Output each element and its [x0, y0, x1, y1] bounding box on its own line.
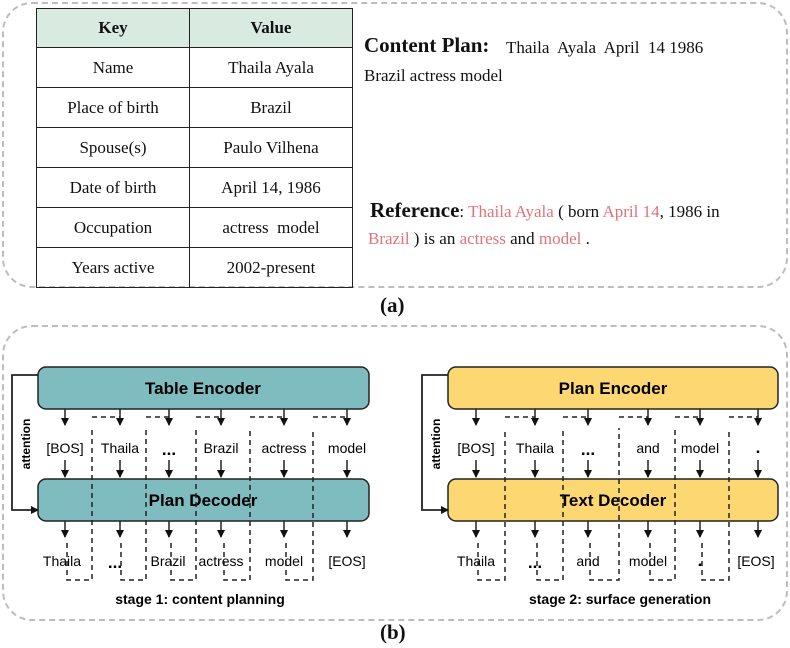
attention-label: attention: [19, 419, 33, 470]
content-plan-line2: Brazil actress model: [364, 66, 503, 85]
token: Thaila: [101, 440, 139, 456]
left-decoder-input-arrows: [61, 460, 351, 478]
right-feedback-lines: [477, 428, 730, 581]
token: Thaila: [43, 553, 81, 569]
token: [EOS]: [328, 553, 365, 569]
caption-b: (b): [380, 620, 406, 644]
token: [BOS]: [46, 440, 83, 456]
plan-decoder-label: Plan Decoder: [149, 491, 258, 510]
stage2-label: stage 2: surface generation: [529, 591, 711, 607]
reference-text: .: [581, 229, 590, 248]
token: actress: [261, 440, 306, 456]
cell-value: actress model: [189, 207, 353, 248]
cell-value: Brazil: [189, 87, 353, 128]
reference-text: ( born: [553, 202, 603, 221]
token: model: [629, 553, 667, 569]
cell-key: Years active: [36, 247, 190, 288]
attention-arrow: [11, 374, 39, 514]
stage1-label: stage 1: content planning: [115, 591, 285, 607]
token: [EOS]: [737, 553, 774, 569]
cell-value: 2002-present: [189, 247, 353, 288]
cell-key: Spouse(s): [36, 127, 190, 168]
reference-label: Reference: [370, 198, 460, 222]
plan-decoder-box: [37, 478, 370, 522]
reference-line2: Brazil ) is an actress and model .: [368, 229, 590, 249]
plan-encoder-label: Plan Encoder: [559, 379, 668, 398]
table-row: Date of birth April 14, 1986: [36, 167, 353, 208]
reference-text: and: [505, 229, 539, 248]
content-plan-line1: Thaila Ayala April 14 1986: [506, 38, 704, 57]
left-decoder-output-arrows: [61, 521, 351, 538]
attention-label: attention: [429, 419, 443, 470]
table-encoder-box: [37, 366, 370, 410]
content-plan-label: Content Plan:: [364, 33, 490, 57]
token: model: [328, 440, 366, 456]
text-decoder-label: Text Decoder: [560, 491, 667, 510]
key-value-table: Key Value Name Thaila Ayala Place of bir…: [36, 8, 353, 288]
token: model: [265, 553, 303, 569]
token: and: [636, 440, 659, 456]
token: ...: [162, 440, 176, 459]
left-input-tokens: [BOS] Thaila ... Brazil actress model: [46, 440, 366, 459]
right-decoder-input-arrows: [472, 460, 762, 478]
cell-key: Place of birth: [36, 87, 190, 128]
caption-a: (a): [380, 293, 405, 317]
token: Thaila: [457, 553, 495, 569]
token: Brazil: [203, 440, 238, 456]
table-row: Place of birth Brazil: [36, 87, 353, 128]
reference-entity-name: Thaila Ayala: [468, 202, 554, 221]
reference-colon: :: [459, 202, 469, 221]
token: .: [756, 438, 761, 457]
token: Thaila: [516, 440, 554, 456]
cell-value: April 14, 1986: [189, 167, 353, 208]
token: ...: [108, 553, 122, 572]
attention-arrow: [421, 374, 449, 514]
right-decoder-output-arrows: [472, 521, 762, 538]
token: actress: [198, 553, 243, 569]
header-value: Value: [189, 8, 353, 48]
panel-b-border: [2, 325, 788, 621]
token: ...: [528, 553, 542, 572]
panel-a-border: [2, 2, 788, 288]
reference-text: ) is an: [409, 229, 460, 248]
reference-entity-date: April 14: [602, 202, 660, 221]
token: [BOS]: [457, 440, 494, 456]
table-row: Years active 2002-present: [36, 247, 353, 288]
text-decoder-box: [447, 478, 779, 522]
right-input-tokens: [BOS] Thaila ... and model .: [457, 438, 760, 459]
token: ...: [581, 440, 595, 459]
reference-line1: Reference: Thaila Ayala ( born April 14,…: [370, 198, 720, 223]
token: .: [698, 551, 703, 570]
table-row: Spouse(s) Paulo Vilhena: [36, 127, 353, 168]
table-encoder-label: Table Encoder: [145, 379, 261, 398]
token: and: [576, 553, 599, 569]
table-row: Name Thaila Ayala: [36, 47, 353, 88]
plan-encoder-box: [447, 366, 779, 410]
cell-value: Paulo Vilhena: [189, 127, 353, 168]
token: Brazil: [150, 553, 185, 569]
left-feedback-lines: [66, 428, 314, 581]
reference-entity-occupation: actress: [459, 229, 506, 248]
reference-entity-occupation: model: [538, 229, 582, 248]
token: model: [681, 440, 719, 456]
right-output-tokens: Thaila ... and model . [EOS]: [457, 551, 775, 572]
reference-entity-place: Brazil: [368, 229, 410, 248]
cell-key: Date of birth: [36, 167, 190, 208]
left-output-tokens: Thaila ... Brazil actress model [EOS]: [43, 553, 366, 572]
reference-text: , 1986 in: [659, 202, 720, 221]
